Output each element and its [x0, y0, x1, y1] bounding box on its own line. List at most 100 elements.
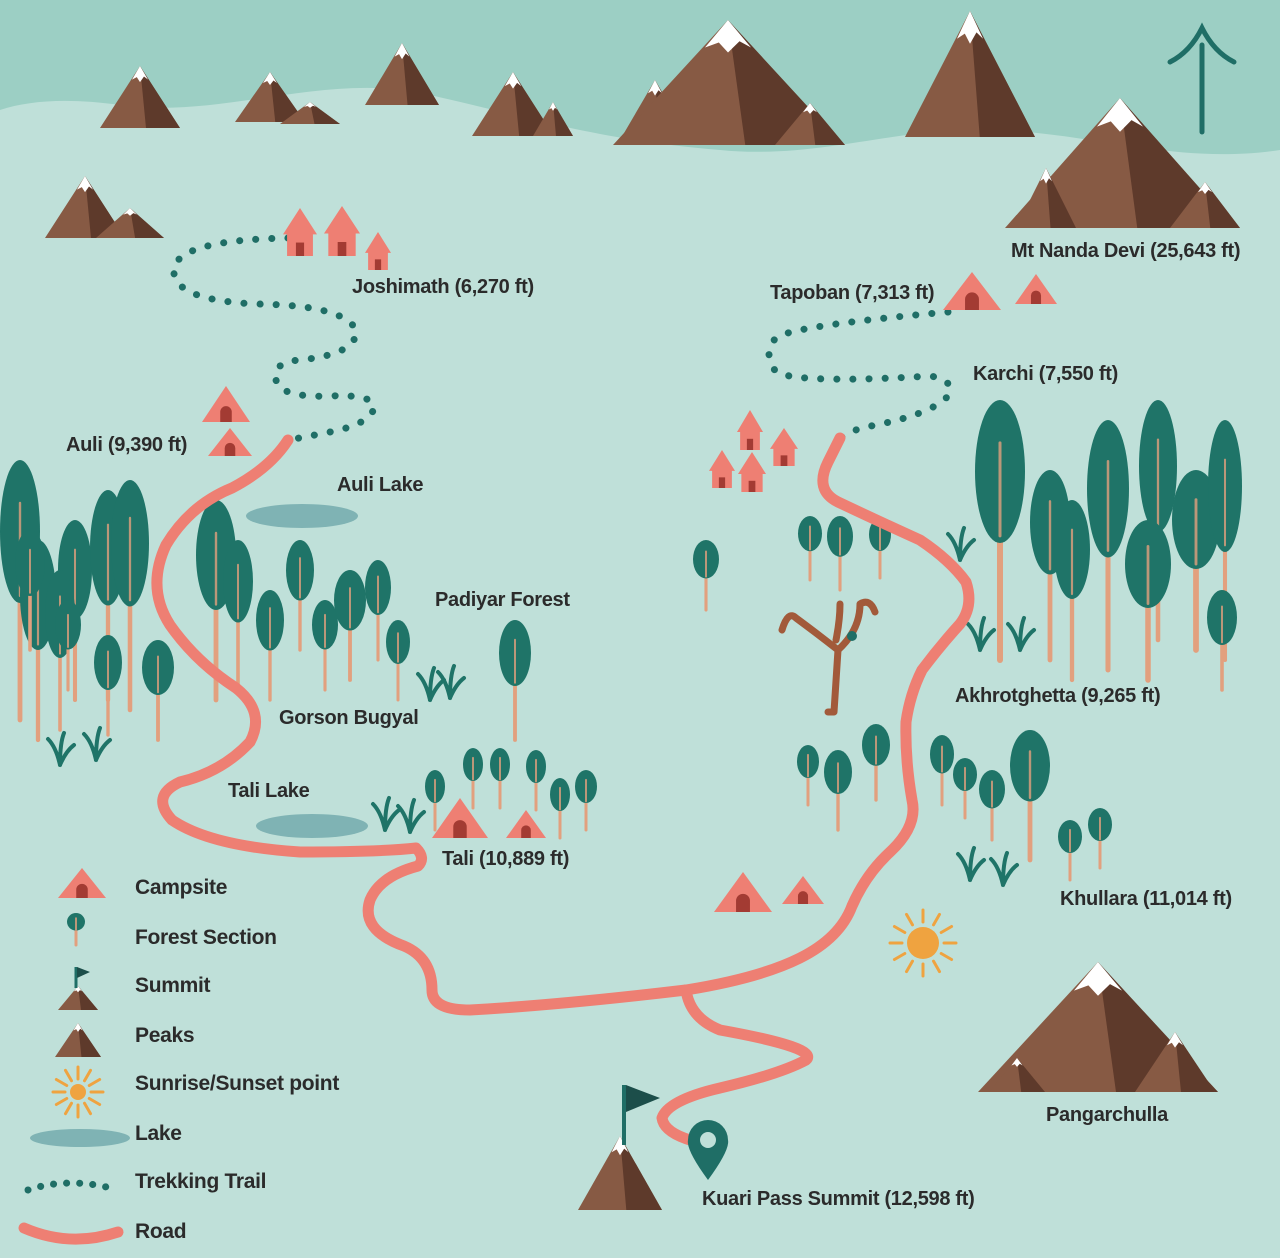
- tree-icon: [1058, 820, 1082, 882]
- mountain-peak-icon: [1016, 168, 1076, 228]
- mountain-peak-icon: [96, 208, 164, 238]
- location-pin-icon: [687, 1120, 729, 1180]
- summit-flag-icon: [622, 1085, 660, 1145]
- hut-icon: [365, 232, 391, 270]
- trekking-trail-icon: [24, 1179, 122, 1194]
- tree-icon: [979, 770, 1005, 842]
- label-tali: Tali (10,889 ft): [442, 848, 570, 870]
- mountain-peak-icon: [533, 102, 573, 136]
- mountain-peak-icon: [775, 103, 845, 145]
- tree-icon: [827, 516, 853, 592]
- label-tali-lake: Tali Lake: [228, 780, 310, 802]
- mountain-peak-icon: [58, 986, 98, 1010]
- hut-icon: [324, 206, 360, 256]
- tree-icon: [286, 540, 314, 652]
- tree-icon: [798, 516, 822, 582]
- label-gorson-bugyal: Gorson Bugyal: [279, 707, 419, 729]
- campsite-icon: [782, 876, 824, 904]
- campsite-icon: [58, 868, 106, 898]
- hut-icon: [709, 450, 735, 488]
- label-nanda-devi: Mt Nanda Devi (25,643 ft): [1011, 240, 1241, 262]
- label-khullara: Khullara (11,014 ft): [1060, 888, 1232, 910]
- tree-icon: [312, 600, 338, 692]
- label-auli: Auli (9,390 ft): [66, 434, 188, 456]
- mountain-peak-icon: [1170, 182, 1240, 228]
- tree-icon: [1125, 520, 1171, 683]
- legend-label-sun: Sunrise/Sunset point: [135, 1072, 340, 1095]
- mountain-peak-icon: [905, 11, 1035, 137]
- campsite-icon: [202, 386, 250, 422]
- label-kuari-pass: Kuari Pass Summit (12,598 ft): [702, 1188, 975, 1210]
- tree-icon: [1054, 500, 1090, 683]
- tree-icon: [526, 750, 546, 812]
- tree-icon: [45, 570, 75, 732]
- mountain-peak-icon: [365, 43, 439, 105]
- legend-label-summit: Summit: [135, 974, 211, 997]
- tree-icon: [365, 560, 391, 662]
- tree-icon: [386, 620, 410, 702]
- tree-icon: [1207, 590, 1237, 692]
- tree-icon: [930, 735, 954, 807]
- tree-icon: [256, 590, 284, 702]
- label-joshimath: Joshimath (6,270 ft): [352, 276, 534, 298]
- tree-icon: [67, 913, 85, 947]
- legend-label-trail: Trekking Trail: [135, 1170, 267, 1193]
- hut-icon: [283, 208, 317, 256]
- grass-icon: [966, 616, 996, 652]
- campsite-icon: [506, 810, 546, 838]
- tree-icon: [463, 748, 483, 810]
- tree-icon: [1010, 730, 1050, 863]
- label-karchi: Karchi (7,550 ft): [973, 363, 1118, 385]
- tree-icon: [425, 770, 445, 832]
- tree-icon: [490, 748, 510, 810]
- tree-icon: [1172, 470, 1220, 653]
- hut-icon: [737, 410, 763, 450]
- tree-icon: [575, 770, 597, 832]
- tree-icon: [142, 640, 174, 742]
- tree-icon: [334, 570, 366, 682]
- tree-icon: [1088, 808, 1112, 870]
- bare-tree-icon: [778, 598, 879, 716]
- grass-icon: [46, 731, 76, 767]
- tali-lake-icon: [256, 814, 368, 838]
- tree-icon: [824, 750, 852, 832]
- sun-icon: [51, 1065, 105, 1119]
- tree-icon: [953, 758, 977, 820]
- hut-icon: [770, 428, 798, 466]
- legend-label-forest: Forest Section: [135, 926, 277, 949]
- campsite-icon: [714, 872, 772, 912]
- tree-icon: [223, 540, 253, 692]
- tree-icon: [94, 635, 122, 737]
- grass-icon: [371, 796, 401, 832]
- road-main: [151, 432, 975, 1016]
- label-padiyar-forest: Padiyar Forest: [435, 589, 570, 611]
- grass-icon: [82, 726, 112, 762]
- tree-icon: [55, 600, 81, 692]
- grass-icon: [1006, 616, 1036, 652]
- trekking-trail-tapoban: [765, 308, 954, 442]
- mountain-peak-icon: [235, 72, 305, 122]
- grass-icon: [436, 664, 466, 700]
- campsite-icon: [1015, 274, 1057, 304]
- tree-icon: [862, 724, 890, 802]
- mountain-peak-icon: [1135, 1032, 1215, 1092]
- hut-icon: [738, 452, 766, 492]
- tree-icon: [693, 540, 719, 612]
- tree-icon: [975, 400, 1025, 663]
- lake-icon: [30, 1129, 130, 1147]
- tree-icon: [550, 778, 570, 840]
- mountain-peak-icon: [280, 102, 340, 124]
- legend-label-road: Road: [135, 1220, 187, 1243]
- mountain-peak-icon: [100, 66, 180, 128]
- label-tapoban: Tapoban (7,313 ft): [770, 282, 935, 304]
- road-icon: [18, 1222, 124, 1245]
- summit-flag-icon: [74, 967, 90, 988]
- campsite-icon: [943, 272, 1001, 310]
- tree-icon: [15, 530, 45, 652]
- sunrise-sunset-point-icon: [888, 908, 958, 978]
- auli-lake-icon: [246, 504, 358, 528]
- tree-icon: [797, 745, 819, 807]
- road-kuari: [656, 984, 814, 1146]
